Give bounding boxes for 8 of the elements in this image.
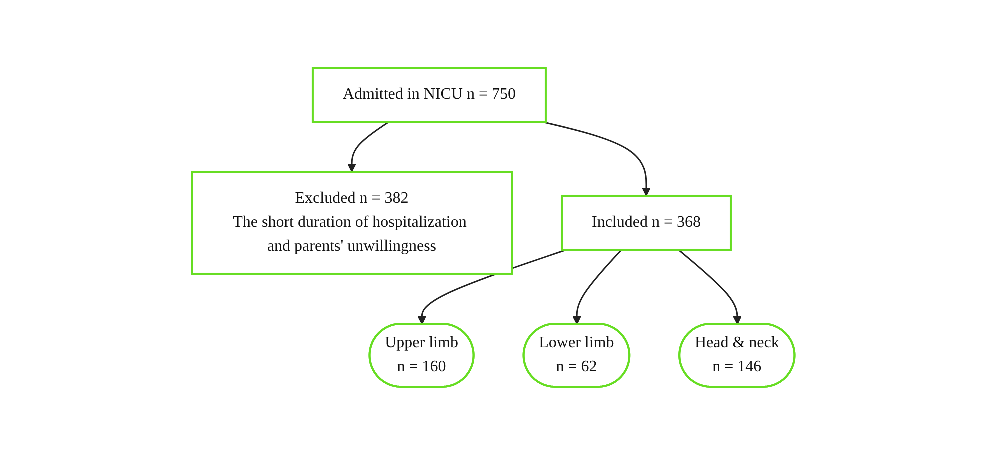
arrow bbox=[348, 121, 390, 172]
arrow bbox=[418, 249, 568, 325]
node-box: Admitted in NICU n = 750 bbox=[312, 67, 548, 123]
arrow bbox=[572, 249, 622, 325]
arrow bbox=[542, 121, 652, 196]
node-box: Excluded n = 382 The short duration of hospitalization and parents' unwillingness bbox=[191, 171, 514, 275]
arrow bbox=[678, 249, 742, 325]
node-box: Included n = 368 bbox=[561, 195, 732, 251]
